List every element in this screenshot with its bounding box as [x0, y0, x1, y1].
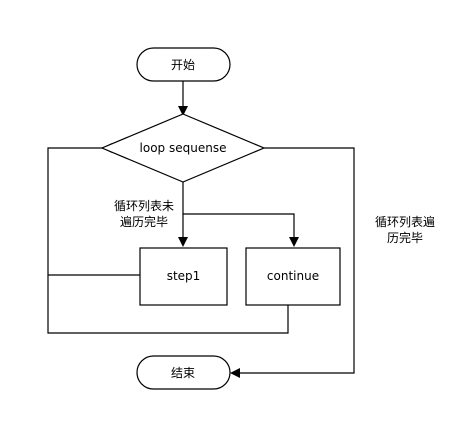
step1-label: step1	[167, 269, 201, 283]
edge-step1-to-loop	[47, 147, 140, 276]
loop-decision-label: loop sequense	[140, 141, 227, 155]
node-continue: continue	[245, 247, 341, 306]
edge-loop-to-end	[240, 147, 355, 374]
edge-continue-to-loop	[47, 275, 289, 334]
edge-label-not-finished-line1: 循环列表未	[114, 199, 174, 213]
step1-process-shape	[139, 247, 228, 306]
node-loop-decision: loop sequense	[100, 113, 266, 183]
node-start: 开始	[136, 47, 231, 82]
start-terminal-shape	[136, 47, 231, 82]
arrowhead-to-step1	[178, 237, 188, 247]
node-end: 结束	[136, 355, 231, 390]
node-step1: step1	[139, 247, 228, 306]
start-label: 开始	[171, 58, 195, 72]
edge-label-finished-line2: 历完毕	[387, 230, 423, 245]
arrowhead-to-continue	[289, 237, 299, 247]
edge-label-not-finished-line2: 遍历完毕	[120, 214, 168, 229]
edge-loop-to-branch	[182, 182, 295, 238]
arrowhead-start-to-loop	[178, 106, 188, 116]
continue-process-shape	[245, 247, 341, 306]
end-label: 结束	[171, 366, 195, 380]
loop-decision-shape	[100, 113, 266, 183]
continue-label: continue	[267, 269, 319, 283]
end-terminal-shape	[136, 355, 231, 390]
arrowhead-to-end	[230, 368, 240, 378]
edge-label-finished-line1: 循环列表遍	[375, 215, 435, 229]
flowchart-nodes: 开始 loop sequense step1 continue 结束	[100, 47, 341, 390]
flowchart-edges	[47, 81, 355, 378]
flowchart-edge-labels: 循环列表未 遍历完毕 循环列表遍 历完毕	[114, 199, 435, 245]
